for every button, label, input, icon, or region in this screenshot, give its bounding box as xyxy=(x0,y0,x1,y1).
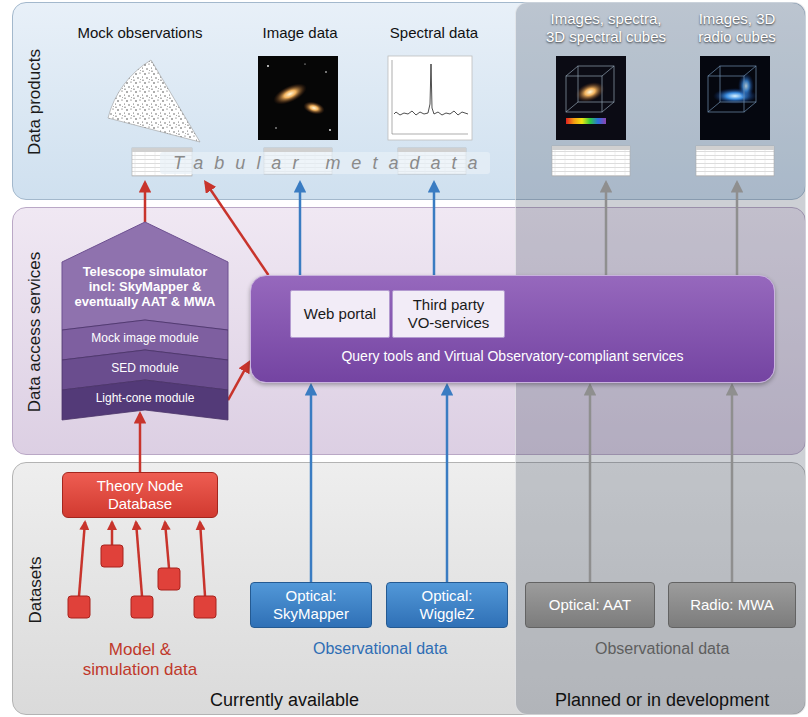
node-text: Images, 3D radio cubes xyxy=(687,10,787,46)
model-data-squares xyxy=(200,522,205,596)
flow-arrow xyxy=(736,183,739,275)
house-shape xyxy=(62,222,228,330)
chevron-shape xyxy=(62,380,228,420)
node-text: Third party VO-services xyxy=(399,296,498,332)
metadata-table-thumbnail xyxy=(132,146,774,176)
spectral-cube-image xyxy=(556,56,626,140)
flow-arrow xyxy=(589,386,592,582)
model-data-squares xyxy=(165,522,169,568)
spectrum-plot xyxy=(394,64,468,115)
dataset-box: Optical: WiggleZ xyxy=(386,582,508,628)
spectral-cube-image xyxy=(556,56,626,140)
galaxy-image xyxy=(267,65,269,67)
node-text: Query tools and Virtual Observatory-comp… xyxy=(261,348,764,365)
galaxy-image xyxy=(258,56,338,140)
region-label: Currently available xyxy=(210,689,359,711)
spectral-cube-image xyxy=(578,66,614,102)
spectrum-plot xyxy=(392,134,468,135)
database-box: Theory Node Database xyxy=(62,472,218,518)
node-text: Optical: AAT xyxy=(549,596,631,614)
product-panel: Images, spectra, 3D spectral cubes xyxy=(536,10,676,180)
region-label: Planned or in development xyxy=(555,689,769,711)
metadata-table-thumbnail xyxy=(696,146,774,176)
radio-cube-image xyxy=(708,76,744,112)
node-text: Radio: MWA xyxy=(690,596,774,614)
metadata-table-thumbnail xyxy=(552,146,630,150)
node-text: Theory Node Database xyxy=(71,477,209,513)
mock-observation-image xyxy=(108,60,200,142)
node-text: Optical: WiggleZ xyxy=(393,587,501,623)
module-chevron: Light-cone module xyxy=(62,380,228,420)
dataset-box: Optical: SkyMapper xyxy=(250,582,372,628)
galaxy-image xyxy=(304,63,305,64)
radio-cube-image xyxy=(700,56,770,140)
model-data-squares xyxy=(131,596,153,618)
service-tab: Web portal xyxy=(290,290,390,338)
flow-arrow xyxy=(139,414,142,472)
galaxy-image xyxy=(270,79,309,109)
radio-cube-image xyxy=(720,66,756,102)
node-text: Images, spectra, 3D spectral cubes xyxy=(543,10,669,46)
spectrum-plot xyxy=(388,56,472,140)
galaxy-image xyxy=(275,127,276,128)
radio-cube-image xyxy=(738,73,754,99)
model-data-squares xyxy=(136,522,142,596)
model-data-squares xyxy=(111,522,114,545)
group-label: Observational data xyxy=(595,639,729,658)
model-data-squares xyxy=(101,545,123,567)
spectral-cube-image xyxy=(566,66,614,112)
node-text: Mock image module xyxy=(62,331,228,345)
galaxy-image xyxy=(258,56,338,140)
group-label: Observational data xyxy=(313,639,447,658)
node-text: SED module xyxy=(62,361,228,375)
group-label: Model & simulation data xyxy=(75,640,205,680)
flow-arrow xyxy=(299,183,302,275)
radio-cube-image xyxy=(708,66,756,112)
node-text: Light-cone module xyxy=(62,391,228,405)
metadata-table-thumbnail xyxy=(552,146,630,176)
model-data-squares xyxy=(194,596,216,618)
metadata-caption: Tabular metadata xyxy=(160,152,490,174)
flow-arrow xyxy=(433,183,436,275)
radio-cube-image xyxy=(700,56,770,140)
model-data-squares xyxy=(79,522,85,596)
node-text: Telescope simulator incl: SkyMapper & ev… xyxy=(70,264,220,309)
model-data-squares xyxy=(68,522,216,618)
spectrum-plot xyxy=(388,56,472,140)
band-label: Data access services xyxy=(23,218,47,446)
spectral-cube-image xyxy=(566,76,602,112)
model-data-squares xyxy=(68,596,90,618)
spectrum-plot xyxy=(392,60,393,134)
model-data-squares xyxy=(158,568,180,590)
flow-arrow xyxy=(605,183,608,275)
mock-observation-image xyxy=(108,60,200,142)
galaxy-image xyxy=(302,99,326,116)
flow-arrow xyxy=(144,183,147,222)
metadata-table-thumbnail xyxy=(696,146,774,150)
galaxy-image xyxy=(329,129,331,131)
service-tab: Third party VO-services xyxy=(392,290,505,338)
node-text: Optical: SkyMapper xyxy=(257,587,365,623)
node-text: Image data xyxy=(252,24,348,42)
product-panel: Images, 3D radio cubes xyxy=(682,10,792,180)
flow-arrow xyxy=(446,386,449,582)
galaxy-image xyxy=(325,71,327,73)
service-box: Web portal Third party VO-servicesQuery t… xyxy=(250,275,775,383)
flow-arrow xyxy=(206,182,269,275)
radio-cube-image xyxy=(713,88,757,104)
spectral-cube-image xyxy=(566,118,606,124)
flow-arrow xyxy=(228,363,249,400)
flow-arrow xyxy=(310,386,313,582)
node-text: Mock observations xyxy=(65,24,215,42)
node-text: Spectral data xyxy=(380,24,488,42)
band-label: Data products xyxy=(23,13,47,191)
spectral-cube-image xyxy=(573,78,607,105)
dataset-box: Optical: AAT xyxy=(525,582,655,628)
mock-observation-image xyxy=(108,60,200,142)
dataset-box: Radio: MWA xyxy=(668,582,796,628)
simulator-house: Mock image moduleSED moduleLight-cone mo… xyxy=(62,222,228,420)
band-label: Datasets xyxy=(23,473,47,706)
node-text: Web portal xyxy=(304,305,376,323)
flow-arrow xyxy=(731,386,734,582)
